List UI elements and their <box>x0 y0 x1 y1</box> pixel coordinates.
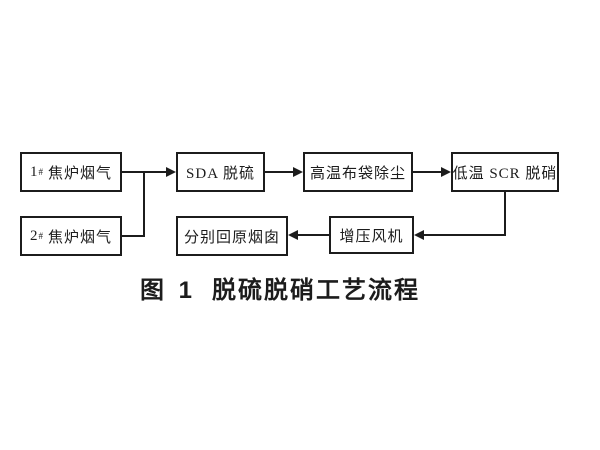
node-coke1-number: 1 <box>29 163 39 180</box>
node-high-temp-bag-filter: 高温布袋除尘 <box>303 152 413 192</box>
node-coke2-number: 2 <box>29 227 39 244</box>
node-sda-label: SDA 脱硫 <box>186 165 255 182</box>
node-low-temp-scr-denitrification: 低温 SCR 脱硝 <box>451 152 559 192</box>
node-stack-label: 分别回原烟囱 <box>183 229 280 246</box>
node-coke2-label: 焦炉烟气 <box>47 229 112 246</box>
figure-title: 脱硫脱硝工艺流程 <box>212 277 420 304</box>
arrowhead-into-bag <box>293 167 303 177</box>
node-return-to-original-stack: 分别回原烟囱 <box>176 216 288 256</box>
arrowhead-into-stack <box>288 230 298 240</box>
node-scr-label: 低温 SCR 脱硝 <box>452 165 558 182</box>
figure-number: 图 1 <box>139 277 196 304</box>
arrowhead-into-sda <box>166 167 176 177</box>
connector-coke2-join <box>122 172 145 237</box>
connector-scr-to-fan <box>424 192 506 236</box>
node-coke-oven-gas-2: 2#焦炉烟气 <box>20 216 122 256</box>
node-booster-fan: 增压风机 <box>329 216 414 254</box>
arrowheads <box>166 167 451 240</box>
node-bag-label: 高温布袋除尘 <box>309 165 406 182</box>
connector-paths <box>122 171 506 237</box>
node-coke-oven-gas-1: 1#焦炉烟气 <box>20 152 122 192</box>
node-sda-desulfurization: SDA 脱硫 <box>176 152 265 192</box>
node-fan-label: 增压风机 <box>339 228 404 245</box>
figure-caption: 图 1 脱硫脱硝工艺流程 <box>0 270 560 305</box>
node-coke1-label: 焦炉烟气 <box>47 165 112 182</box>
arrowhead-into-fan <box>414 230 424 240</box>
arrowhead-into-scr <box>441 167 451 177</box>
